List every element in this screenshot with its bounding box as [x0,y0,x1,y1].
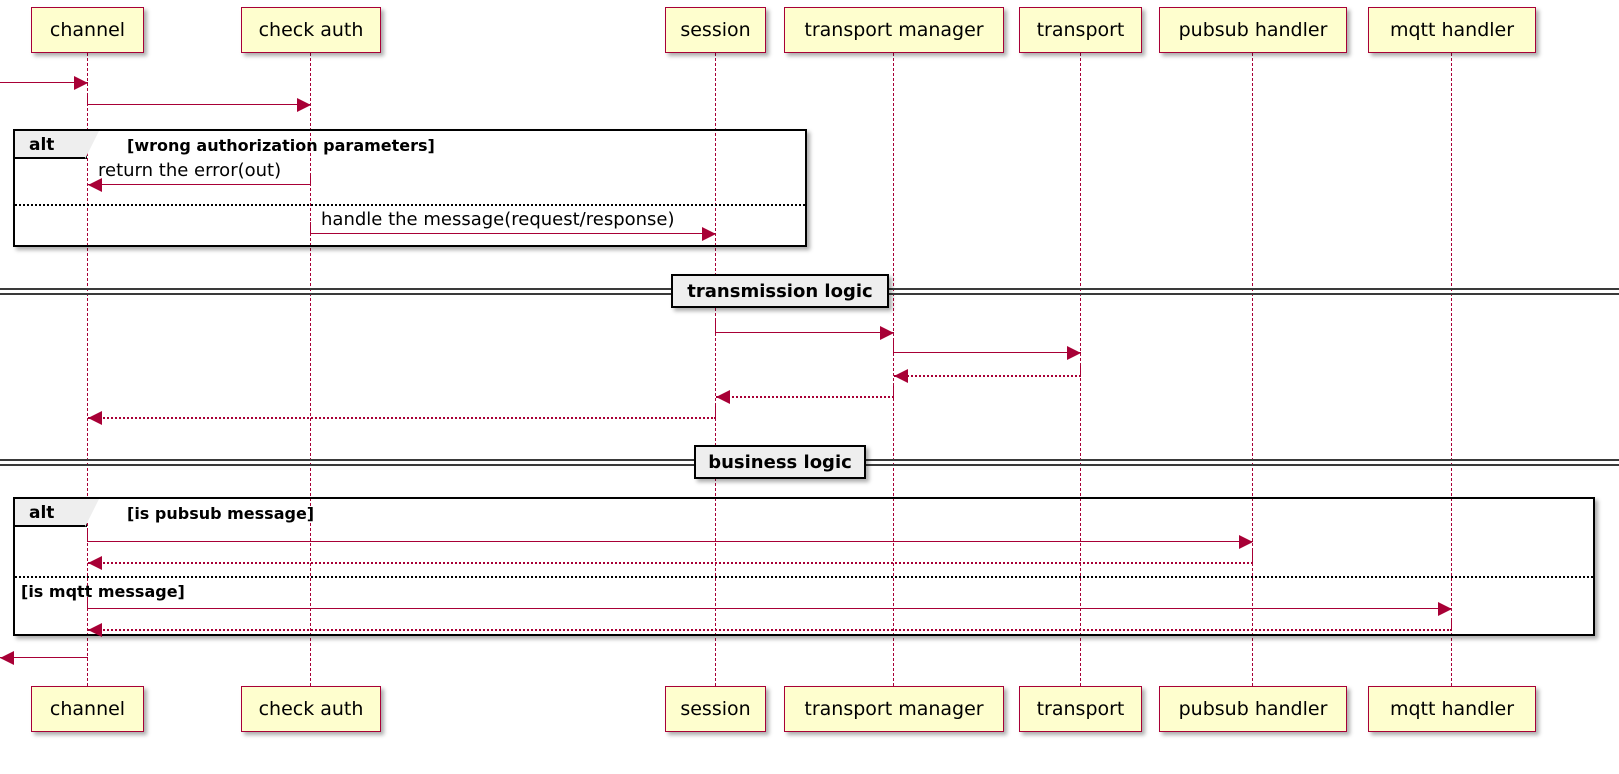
arrow-head-m4 [702,227,716,241]
message-line-m9 [88,417,716,419]
message-stub-m10 [87,530,89,542]
lifeline-mqtt-handler [1451,53,1453,686]
frame-else-condition-alt-message-type: [is mqtt message] [21,582,185,601]
frame-label-alt-authorization: alt [29,135,55,155]
delimiter-line-right-transmission-logic [885,288,1619,295]
message-line-m7 [894,375,1081,377]
arrow-head-m7 [894,369,908,383]
participant-top-check-auth[interactable]: check auth [241,7,381,53]
arrow-head-m12 [1438,602,1452,616]
message-line-m2 [88,104,311,105]
message-stub-m5 [715,321,717,333]
message-stub-m6 [893,341,895,353]
delimiter-business-logic: business logic [694,445,866,479]
message-stub-m12 [87,597,89,609]
frame-tab-alt-authorization [15,131,99,159]
participant-top-pubsub-handler[interactable]: pubsub handler [1159,7,1347,53]
frame-divider-alt-message-type [15,576,1593,578]
delimiter-label: business logic [708,451,852,473]
participant-label: transport [1036,697,1125,720]
lifeline-session [715,53,717,686]
arrow-head-m3 [88,178,102,192]
participant-top-mqtt-handler[interactable]: mqtt handler [1368,7,1536,53]
participant-top-transport-manager[interactable]: transport manager [784,7,1004,53]
participant-label: session [680,18,751,41]
participant-label: channel [49,18,126,41]
arrow-head-m13 [88,623,102,637]
participant-bottom-transport[interactable]: transport [1019,686,1142,732]
participant-label: pubsub handler [1178,18,1328,41]
message-line-m8 [716,396,894,398]
participant-label: mqtt handler [1389,18,1515,41]
arrow-head-m1 [74,76,88,90]
message-line-m11 [88,562,1253,564]
lifeline-check-auth [310,53,312,686]
participant-label: transport manager [804,18,984,41]
arrow-head-m10 [1239,535,1253,549]
participant-label: check auth [258,697,364,720]
participant-top-transport[interactable]: transport [1019,7,1142,53]
participant-label: transport manager [804,697,984,720]
lifeline-pubsub-handler [1252,53,1254,686]
message-stub-m11 [1252,551,1254,563]
message-stub-m7 [1080,364,1082,376]
frame-tab-alt-message-type [15,499,99,527]
message-stub-m13 [1451,618,1453,630]
message-stub-m9 [715,406,717,418]
participant-bottom-session[interactable]: session [665,686,766,732]
arrow-head-m9 [88,411,102,425]
delimiter-label: transmission logic [687,280,873,302]
arrow-head-m6 [1067,346,1081,360]
message-label-m3: return the error(out) [98,160,282,181]
participant-bottom-check-auth[interactable]: check auth [241,686,381,732]
message-line-m14 [0,657,88,658]
message-line-m10 [88,541,1253,542]
message-line-m5 [716,332,894,333]
participant-label: pubsub handler [1178,697,1328,720]
message-line-m12 [88,608,1452,609]
arrow-head-m8 [716,390,730,404]
message-line-m6 [894,352,1081,353]
message-line-m3 [88,184,311,185]
participant-label: channel [49,697,126,720]
message-line-m1 [0,82,88,83]
message-stub-m8 [893,385,895,397]
frame-alt-message-type: alt [is pubsub message] [is mqtt message] [13,497,1595,636]
frame-divider-alt-authorization [15,204,805,206]
participant-label: mqtt handler [1389,697,1515,720]
participant-label: transport [1036,18,1125,41]
arrow-head-m11 [88,556,102,570]
frame-condition-alt-authorization: [wrong authorization parameters] [127,136,435,155]
message-line-m13 [88,629,1452,631]
participant-top-session[interactable]: session [665,7,766,53]
message-stub-m2 [87,93,89,105]
participant-top-channel[interactable]: channel [31,7,144,53]
frame-label-alt-message-type: alt [29,503,55,523]
lifeline-channel [87,53,89,686]
participant-bottom-transport-manager[interactable]: transport manager [784,686,1004,732]
delimiter-line-right-business-logic [862,459,1619,466]
participant-bottom-channel[interactable]: channel [31,686,144,732]
participant-bottom-mqtt-handler[interactable]: mqtt handler [1368,686,1536,732]
message-label-m4: handle the message(request/response) [321,209,675,230]
message-stub-m3 [310,173,312,185]
message-stub-m4 [310,222,312,234]
frame-condition-alt-message-type: [is pubsub message] [127,504,315,523]
arrow-head-m5 [880,326,894,340]
participant-label: check auth [258,18,364,41]
lifeline-transport-manager [893,53,895,686]
arrow-head-m2 [297,98,311,112]
message-line-m4 [311,233,716,234]
delimiter-line-left-business-logic [0,459,698,466]
delimiter-line-left-transmission-logic [0,288,675,295]
frame-alt-authorization: alt [wrong authorization parameters] [13,129,807,247]
delimiter-transmission-logic: transmission logic [671,274,889,308]
participant-bottom-pubsub-handler[interactable]: pubsub handler [1159,686,1347,732]
arrow-head-m14 [0,651,14,665]
participant-label: session [680,697,751,720]
